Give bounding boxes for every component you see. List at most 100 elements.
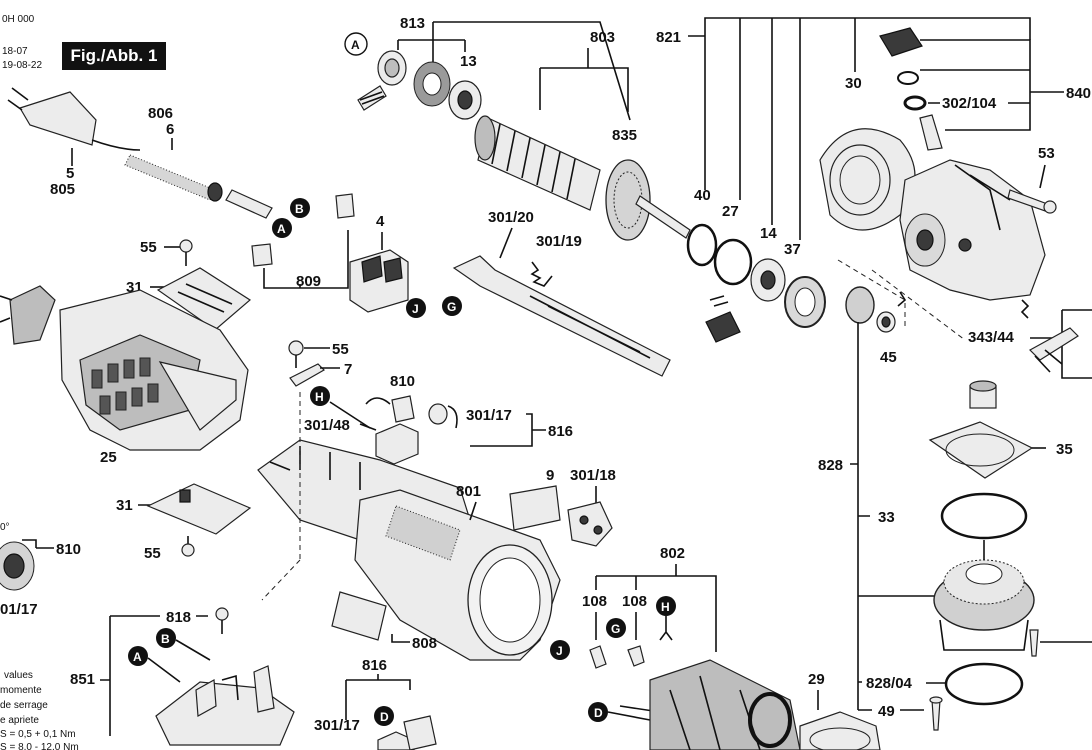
lock-spring-part (897, 291, 1030, 319)
aux-handle-left (0, 539, 54, 591)
leaders-cable (71, 138, 173, 166)
pinion-45 (845, 286, 896, 333)
svg-text:828: 828 (818, 457, 843, 474)
callout-301-17-c: 301/17 (314, 717, 360, 734)
callout-35: 35 (1056, 441, 1073, 458)
cable-protector-part (124, 154, 273, 219)
svg-text:828/04: 828/04 (866, 675, 913, 692)
svg-text:343/44: 343/44 (968, 329, 1015, 346)
label-plate-9 (509, 485, 561, 531)
letter-badge-a-top-text: A (351, 38, 360, 52)
callout-27: 27 (722, 203, 739, 220)
callout-9: 9 (546, 467, 554, 484)
dash-guide-left (261, 392, 301, 601)
callout-851: 851 (70, 671, 95, 688)
label-808 (331, 591, 410, 643)
svg-text:803: 803 (590, 29, 615, 46)
letter-badge-g (442, 296, 462, 316)
clip-7 (289, 363, 340, 387)
callout-808: 808 (412, 635, 437, 652)
terminal-809 (251, 193, 355, 289)
spring-301-19 (530, 261, 553, 287)
letter-badge-b-cable (290, 198, 310, 218)
letter-badge-g-text: G (447, 300, 456, 314)
doc-id-text: 0H 000 (2, 14, 35, 25)
svg-text:818: 818 (166, 609, 191, 626)
leader-301-20 (499, 227, 513, 259)
letter-badge-a-bot-text: A (133, 650, 142, 664)
bearing-1 (377, 50, 407, 86)
callout-302-104: 302/104 (928, 95, 1030, 112)
leader-301-48 (359, 423, 377, 431)
svg-text:802: 802 (660, 545, 685, 562)
letter-badge-h (310, 386, 330, 406)
callout-37: 37 (784, 241, 801, 258)
letter-badge-a-bot (128, 646, 148, 666)
angle-note: 0° (0, 522, 10, 533)
lock-button-part (879, 27, 943, 151)
circlip-40 (686, 223, 718, 267)
callout-301-17-a: 301/17 (466, 407, 512, 424)
note-line-3: de serrage (0, 700, 48, 711)
switch-cover-31-b (146, 483, 252, 535)
callout-809: 809 (296, 273, 321, 290)
callout-55-c: 55 (144, 545, 161, 562)
gear-housing-801 (257, 439, 561, 661)
svg-text:816: 816 (548, 423, 573, 440)
bevel-gear-flange (933, 540, 1035, 651)
callout-801: 801 (456, 483, 481, 500)
switch-board-bottom (377, 715, 437, 750)
gasket-plate-35 (928, 421, 1046, 479)
note-line-4: e apriete (0, 715, 39, 726)
callout-816-b: 816 (345, 657, 411, 720)
screw-55-b (288, 340, 330, 368)
note-line-5: S = 0,5 + 0,1 Nm (0, 729, 76, 740)
callout-301-18: 301/18 (570, 467, 616, 484)
svg-text:813: 813 (400, 15, 425, 32)
callout-818: 818 (100, 609, 208, 736)
switch-cover-31-a (156, 267, 252, 331)
callout-301-20: 301/20 (488, 209, 534, 226)
bearing-flange-37 (784, 276, 826, 328)
callout-828: 828 (818, 322, 940, 711)
letter-badge-d (374, 706, 394, 726)
letter-badge-h2 (656, 596, 676, 616)
o-ring-33 (940, 492, 1028, 540)
armature-part (474, 115, 691, 241)
callout-25: 25 (100, 449, 117, 466)
callout-55-a: 55 (140, 239, 157, 256)
callout-805: 805 (50, 181, 75, 198)
callout-5: 5 (66, 165, 74, 182)
screw-55-a (179, 239, 193, 266)
callout-810-a: 810 (390, 373, 415, 390)
letter-badge-d2 (588, 702, 608, 722)
letter-badge-h2-text: H (661, 600, 670, 614)
callout-7: 7 (344, 361, 352, 378)
callout-835: 835 (612, 127, 637, 144)
note-line-1: values (4, 670, 33, 681)
letter-badge-b-cable-text: B (295, 202, 304, 216)
letter-badge-a-cable-text: A (277, 222, 286, 236)
callout-821: 821 (656, 17, 1031, 240)
letter-badge-a-cable (272, 218, 292, 238)
screw-49 (929, 696, 943, 731)
callout-31-b: 31 (116, 497, 133, 514)
callout-108-a: 108 (582, 593, 607, 610)
date-1-text: 18-07 (2, 46, 28, 57)
plate-301-18 (567, 501, 613, 547)
date-2-text: 19-08-22 (2, 60, 42, 71)
callout-803: 803 (539, 29, 629, 112)
side-handle-part (0, 285, 56, 345)
callout-53: 53 (1038, 145, 1055, 162)
ring-27 (713, 238, 753, 286)
callout-108-b: 108 (622, 593, 647, 610)
callout-343-44: 343/44 (968, 309, 1092, 379)
electronics-810 (329, 395, 458, 465)
callout-29: 29 (808, 671, 825, 688)
clip-part (357, 85, 387, 111)
callout-45: 45 (880, 349, 897, 366)
letter-badge-j (406, 298, 426, 318)
letter-badge-j2-text: J (556, 644, 563, 658)
leaders-108 (595, 612, 637, 640)
